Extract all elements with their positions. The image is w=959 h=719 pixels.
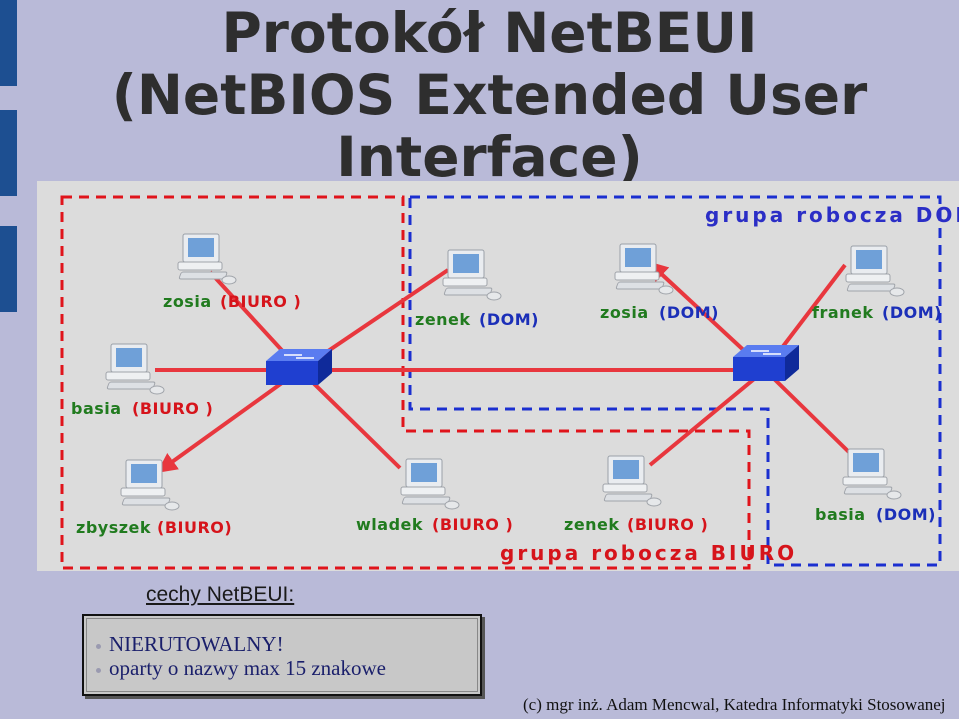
host-label-basia-dom: basia [815, 505, 866, 524]
computer-zosia-biuro [177, 233, 237, 285]
link-switch1-zbyszek [156, 368, 302, 473]
bullet-text: oparty o nazwy max 15 znakowe [109, 656, 386, 680]
host-label-zenek-biuro: zenek [564, 515, 620, 534]
group-biuro-boundary [60, 195, 751, 570]
link-switch2-zenek-biuro [648, 368, 767, 467]
host-label-franek: franek [812, 303, 874, 322]
host-label-zosia-dom: zosia [600, 303, 649, 322]
link-switch2-basia-dom [763, 368, 857, 460]
left-accent-bar-1 [0, 0, 17, 86]
features-title: cechy NetBEUI: [146, 583, 295, 606]
host-group-wladek: (BIURO ) [432, 515, 513, 534]
left-accent-bar-2 [0, 110, 17, 196]
computer-zbyszek [120, 459, 180, 511]
slide-title: Protokół NetBEUI (NetBIOS Extended User … [20, 2, 959, 188]
bullet-dot-icon [96, 667, 101, 673]
host-group-zosia-dom: (DOM) [659, 303, 719, 322]
host-group-basia-biuro: (BIURO ) [132, 399, 213, 418]
host-group-franek: (DOM) [882, 303, 942, 322]
group-biuro-label: grupa robocza BIURO [500, 541, 797, 565]
group-dom-boundary [408, 195, 942, 567]
computer-franek [845, 245, 905, 297]
bullet-item: NIERUTOWALNY! [96, 632, 284, 657]
link-switch1-wladek [298, 368, 402, 470]
host-label-zbyszek: zbyszek [76, 518, 151, 537]
computer-zenek-dom [442, 249, 502, 301]
group-dom-label: grupa robocza DOM [705, 203, 959, 227]
footer-credit: (c) mgr inż. Adam Mencwal, Katedra Infor… [523, 695, 946, 714]
computer-zosia-dom [614, 243, 674, 295]
host-group-zbyszek: (BIURO) [157, 518, 232, 537]
bullet-item: oparty o nazwy max 15 znakowe [96, 656, 386, 681]
computer-basia-dom [842, 448, 902, 500]
title-line-1: Protokół NetBEUI [221, 1, 758, 65]
host-group-zosia-biuro: (BIURO ) [220, 292, 301, 311]
title-line-3: Interface) [336, 125, 643, 189]
features-box: NIERUTOWALNY! oparty o nazwy max 15 znak… [82, 614, 482, 696]
host-label-wladek: wladek [356, 515, 423, 534]
host-group-zenek-dom: (DOM) [479, 310, 539, 329]
title-line-2: (NetBIOS Extended User [111, 63, 868, 127]
bullet-text: NIERUTOWALNY! [109, 632, 284, 656]
left-accent-bar-3 [0, 226, 17, 312]
host-label-zosia-biuro: zosia [163, 292, 212, 311]
host-label-zenek-dom: zenek [415, 310, 471, 329]
switch-2 [732, 344, 800, 382]
switch-1 [265, 348, 333, 386]
computer-wladek [400, 458, 460, 510]
host-label-basia-biuro: basia [71, 399, 122, 418]
bullet-dot-icon [96, 643, 101, 649]
host-group-zenek-biuro: (BIURO ) [627, 515, 708, 534]
host-group-basia-dom: (DOM) [876, 505, 936, 524]
